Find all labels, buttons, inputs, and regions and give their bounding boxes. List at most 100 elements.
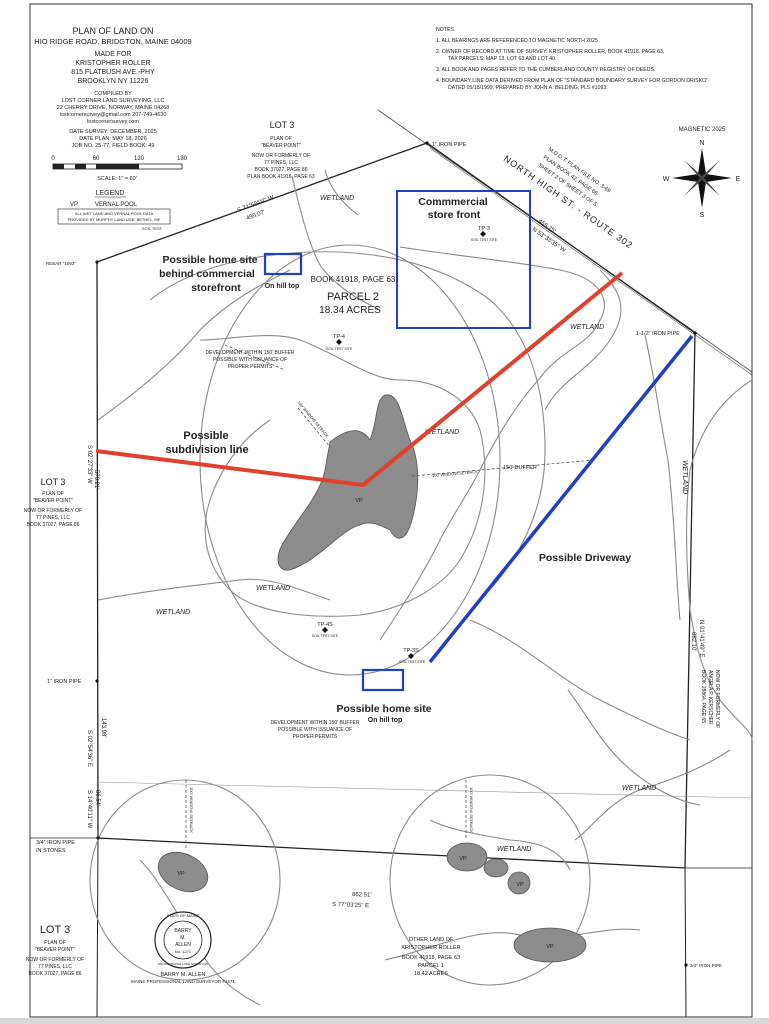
wetland-boundary — [199, 335, 486, 617]
scale-tick-180: 180 — [177, 156, 188, 162]
seal-caption-title: MAINE PROFESSIONAL LAND SURVEYOR #1271 — [131, 979, 235, 984]
home-site-top-marker — [263, 252, 303, 276]
wetland-boundary — [379, 246, 605, 641]
lot3-top-line: "BEAVER POINT" — [261, 143, 301, 149]
bearing-west-3-dist: 86.54' — [94, 790, 100, 806]
parcel-label: BOOK 41918, PAGE 63 PARCEL 2 18.34 ACRES — [311, 275, 396, 316]
scale-bar: 0 60 120 180 SCALE: 1" = 60' — [51, 156, 187, 182]
setback-line — [297, 407, 331, 448]
tp3s-label: TP-3S — [403, 648, 419, 654]
legend-note-line2: PROVIDED BY MURPHY LAND USE, BETHEL, ME — [68, 217, 161, 222]
iron-pipe-marker — [693, 331, 697, 335]
north-arrow-w-point — [672, 174, 702, 182]
note-4: 4. BOUNDARY LINE DATA DERIVED FROM PLAN … — [436, 78, 708, 84]
notes-heading: NOTES — [436, 27, 454, 33]
east-line-extension — [684, 867, 687, 1018]
north-arrow-se-point — [701, 177, 720, 196]
dev-note-leader — [224, 344, 286, 371]
lot3-bottom-line: "BEAVER POINT" — [35, 947, 75, 953]
bearing-east-1-dist: 882.10' — [690, 632, 696, 652]
buffer-150-ring-outer — [149, 251, 546, 601]
parcel-name: PARCEL 2 — [327, 291, 379, 303]
dev-note-bottom-line: POSSIBLE WITH ISSUANCE OF — [278, 727, 352, 733]
other-land-line: KRISTOPHER ROLLER — [401, 945, 460, 951]
dev-note-bottom-line: DEVELOPMENT WITHIN 150' BUFFER — [271, 720, 360, 726]
wetland-label: WETLAND — [156, 609, 190, 616]
title-block: PLAN OF LAND ON HIO RIDGE ROAD, BRIDGTON… — [34, 26, 191, 149]
lot3-left-line: NOW OR FORMERLY OF — [24, 508, 82, 514]
commercial-label-1: Commmercial — [418, 196, 488, 208]
bearing-south-1-dist: 862.51' — [352, 892, 372, 899]
sheet-border — [29, 3, 753, 1018]
north-arrow-w: W — [663, 176, 670, 183]
scale-tick-0: 0 — [51, 156, 55, 162]
east-abutter-line: NOW OR FORMERLY OF — [714, 670, 720, 728]
scale-segment — [96, 164, 139, 169]
legend-vp-text: VERNAL POOL — [95, 202, 138, 208]
east-abutter-line: BOOK 28864, PAGE 65 — [700, 670, 706, 723]
lot3-top-line: BOOK 37027, PAGE 86 — [255, 167, 308, 173]
wetland-label: WETLAND — [497, 846, 531, 853]
plan-title: PLAN OF LAND ON — [72, 26, 153, 36]
wetland-boundary — [686, 379, 753, 741]
vernal-pool-se-2 — [483, 858, 509, 878]
tp4-label: TP-4 — [333, 334, 345, 340]
scale-caption: SCALE: 1" = 60' — [97, 176, 137, 182]
owner-street: 815 FLATBUSH AVE.-PHY — [71, 69, 155, 76]
adjacent-lot-bottom: LOT 3 PLAN OF "BEAVER POINT" NOW OR FORM… — [26, 924, 84, 977]
lot3-top-line: NOW OR FORMERLY OF — [252, 153, 310, 159]
lot3-top-line: PLAN OF — [270, 136, 291, 142]
iron-pipe-stones-label-2: IN STONES — [36, 848, 66, 854]
compiled-by-label: COMPILED BY — [94, 91, 132, 97]
plan-address: HIO RIDGE ROAD, BRIDGTON, MAINE 04009 — [34, 37, 191, 46]
owner-city: BROOKLYN NY 11226 — [78, 78, 149, 85]
east-abutter-line: ANGELA P. KERSCHER — [707, 670, 713, 725]
commercial-label-2: store front — [428, 209, 481, 221]
road-right-of-way-inner — [429, 147, 753, 376]
lot3-left-line: BOOK 37027, PAGE 86 — [27, 522, 80, 528]
surveyor-web: lostcornersurvey.com — [87, 119, 139, 125]
vernal-pool-se-3 — [507, 871, 531, 895]
lot3-left-line: PLAN OF — [42, 491, 63, 497]
wetland-boundary — [291, 175, 381, 311]
lot3-bottom-line: PLAN OF — [44, 940, 65, 946]
other-land-label: OTHER LAND OF KRISTOPHER ROLLER BOOK 419… — [401, 937, 460, 977]
dev-note-top-line: PROPER PERMITS — [228, 364, 273, 370]
monuments: 1" IRON PIPE REBAR "1093" 1-1/2" IRON PI… — [36, 141, 722, 968]
tp3-site: SOIL TEST SITE — [471, 238, 498, 242]
east-abutter-label: NOW OR FORMERLY OF ANGELA P. KERSCHER BO… — [700, 670, 720, 728]
parcel-acres: 18.34 ACRES — [319, 305, 381, 316]
wetland-boundary — [384, 928, 641, 961]
wetland-label: WETLAND — [570, 324, 604, 331]
on-hill-top-label-1: On hill top — [265, 283, 300, 290]
lot3-bottom-line: BOOK 37027, PAGE 86 — [29, 971, 82, 977]
iron-pipe-marker — [95, 679, 99, 683]
buffer-150-label: 150' BUFFER — [503, 465, 537, 471]
other-land-line: 18.42 ACRES — [414, 971, 448, 977]
dev-note-top-line: POSSIBLE WITH ISSUANCE OF — [213, 357, 287, 363]
bearing-north-1-dist: 495.07' — [246, 210, 266, 222]
seal-inner-ring — [163, 920, 203, 960]
soil-test-marker — [480, 231, 486, 237]
bearing-west-1: S 02°27'33" W — [86, 445, 92, 484]
lot3-top-title: LOT 3 — [270, 120, 295, 130]
bearing-west-1-dist: 578.21' — [93, 470, 99, 490]
commercial-storefront-box — [396, 190, 531, 329]
setback-label: 100' WINDOW SETBACK — [189, 787, 194, 833]
date-plan: DATE PLAN: MAY 18, 2026 — [79, 136, 147, 142]
scale-tick-120: 120 — [134, 156, 145, 162]
setback-label: 100' WINDOW SETBACK — [432, 469, 478, 478]
legend-heading: LEGEND — [96, 190, 125, 197]
date-survey: DATE SURVEY: DECEMBER, 2025 — [69, 129, 157, 135]
bottom-strip — [0, 1018, 769, 1024]
adjacent-lot-top: LOT 3 PLAN OF "BEAVER POINT" NOW OR FORM… — [247, 120, 315, 180]
notes-block: NOTES 1. ALL BEARINGS ARE REFERENCED TO … — [436, 27, 708, 91]
wetland-label: WETLAND — [320, 195, 354, 202]
north-arrow: MAGNETIC 2025 N S W E — [663, 127, 741, 219]
soil-test-marker — [408, 653, 414, 659]
lot3-left-line: 77 PINES, LLC — [36, 515, 70, 521]
driveway-label: Possible Driveway — [539, 552, 631, 564]
iron-pipe-marker — [684, 963, 688, 967]
wetland-boundary — [644, 334, 681, 621]
